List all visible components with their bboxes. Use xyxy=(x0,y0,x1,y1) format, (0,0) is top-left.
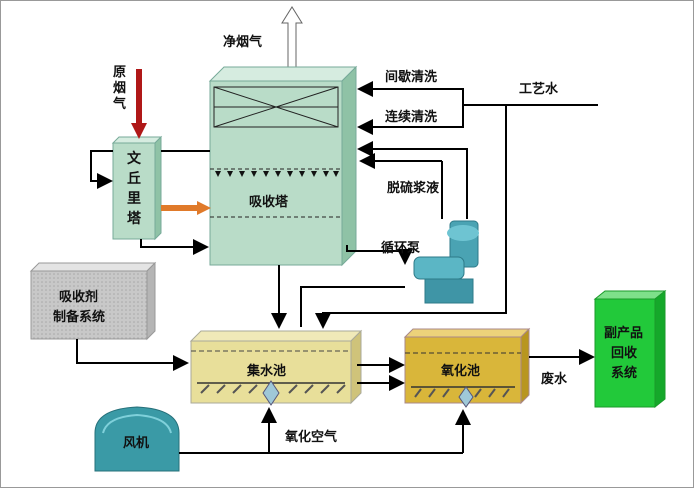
waste-water-label: 废水 xyxy=(541,371,568,387)
venturi-char-1: 文 xyxy=(127,150,142,167)
venturi-char-4: 塔 xyxy=(127,210,142,227)
venturi-char-2: 丘 xyxy=(127,171,141,187)
byproduct-box xyxy=(593,289,667,409)
byproduct-line-3: 系统 xyxy=(611,365,637,381)
process-water-lines xyxy=(315,81,598,329)
slurry-lines xyxy=(346,141,468,265)
desulfur-slurry-label: 脱硫浆液 xyxy=(387,180,439,196)
absorber-tower xyxy=(208,65,358,267)
clean-gas-arrow xyxy=(281,6,303,72)
raw-gas-char-3: 气 xyxy=(113,96,126,112)
absorbent-prep-line-1: 吸收剂 xyxy=(59,289,98,305)
ox-air-label: 氧化空气 xyxy=(284,429,337,445)
ox-air-lines xyxy=(179,407,471,454)
continuous-wash-label: 连续清洗 xyxy=(385,109,437,125)
prep-to-sump-line xyxy=(76,339,189,371)
absorber-label: 吸收塔 xyxy=(249,194,289,210)
intermittent-wash-label: 间歇清洗 xyxy=(385,69,437,85)
process-water-label: 工艺水 xyxy=(519,81,559,97)
raw-gas-char-1: 原 xyxy=(113,65,126,80)
byproduct-line-1: 副产品 xyxy=(604,325,643,341)
absorbent-prep-box xyxy=(29,261,157,341)
oxidation-tank xyxy=(403,327,531,408)
pump-label: 循环泵 xyxy=(381,240,420,256)
sump-to-ox-lines xyxy=(357,357,405,391)
circulation-pump xyxy=(413,220,479,304)
raw-gas-char-2: 烟 xyxy=(113,81,126,96)
byproduct-line-2: 回收 xyxy=(611,345,638,361)
venturi-lines xyxy=(90,150,210,255)
raw-gas-arrow xyxy=(131,69,147,139)
absorbent-prep-line-2: 制备系统 xyxy=(53,309,105,325)
fan-unit xyxy=(94,406,180,472)
venturi-char-3: 里 xyxy=(127,191,141,207)
fan-label: 风机 xyxy=(123,435,149,451)
absorber-drain xyxy=(271,265,405,329)
sump-tank xyxy=(189,329,363,406)
venturi-tower xyxy=(111,135,163,241)
sump-label: 集水池 xyxy=(246,363,286,379)
clean-gas-label: 净烟气 xyxy=(223,34,262,50)
orange-arrow xyxy=(161,201,211,215)
oxidation-label: 氧化池 xyxy=(440,363,480,379)
